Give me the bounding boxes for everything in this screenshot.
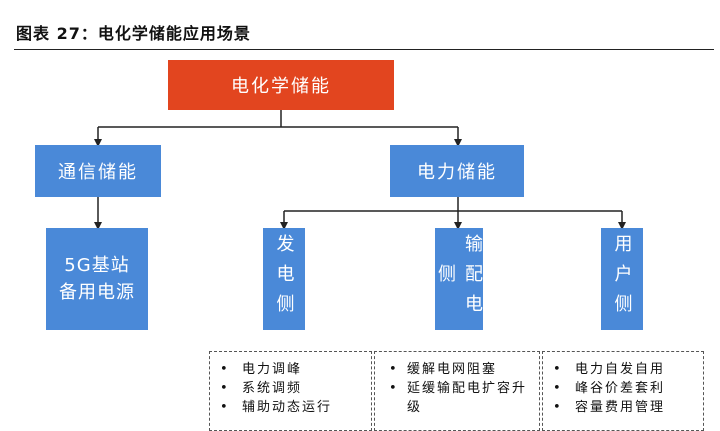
- list-item-text: 电力调峰: [242, 362, 303, 377]
- list-item: • 延缓输配电扩容升级: [375, 379, 539, 417]
- list-item: • 峰谷价差套利: [543, 379, 703, 398]
- list-item-text: 电力自发自用: [575, 362, 666, 377]
- bullet-dot: •: [389, 381, 399, 396]
- node-generation-label: 发电侧: [273, 234, 295, 324]
- bullets-transmission: • 缓解电网阻塞 • 延缓输配电扩容升级: [374, 351, 540, 431]
- list-item: • 辅助动态运行: [210, 398, 371, 417]
- bullet-dot: •: [553, 400, 563, 415]
- node-transmission-side: 输配电侧: [435, 228, 483, 330]
- list-item: • 电力自发自用: [543, 360, 703, 379]
- node-electrochemical-storage: 电化学储能: [168, 60, 394, 110]
- list-item-text: 延缓输配电扩容升级: [407, 381, 528, 415]
- node-user-side: 用户侧: [601, 228, 643, 330]
- bullet-dot: •: [220, 400, 230, 415]
- node-telecom-storage: 通信储能: [35, 145, 161, 197]
- list-item-text: 辅助动态运行: [242, 400, 333, 415]
- figure-caption: 图表 27：电化学储能应用场景: [16, 24, 251, 43]
- list-item-text: 系统调频: [242, 381, 303, 396]
- list-item-text: 容量费用管理: [575, 400, 666, 415]
- node-generation-side: 发电侧: [263, 228, 305, 330]
- bullet-dot: •: [553, 381, 563, 396]
- bullets-generation: • 电力调峰 • 系统调频 • 辅助动态运行: [209, 351, 372, 431]
- node-5g-backup-power: 5G基站 备用电源: [46, 228, 148, 330]
- list-item: • 电力调峰: [210, 360, 371, 379]
- list-item: • 缓解电网阻塞: [375, 360, 539, 379]
- node-user-label: 用户侧: [611, 234, 633, 324]
- list-item: • 容量费用管理: [543, 398, 703, 417]
- node-power-storage: 电力储能: [390, 145, 524, 197]
- bullet-dot: •: [220, 381, 230, 396]
- bullets-user: • 电力自发自用 • 峰谷价差套利 • 容量费用管理: [542, 351, 704, 431]
- list-item-text: 缓解电网阻塞: [407, 362, 498, 377]
- caption-rule: [14, 49, 714, 50]
- node-transmission-label: 输配电侧: [435, 234, 483, 324]
- list-item-text: 峰谷价差套利: [575, 381, 666, 396]
- bullet-dot: •: [220, 362, 230, 377]
- bullet-dot: •: [553, 362, 563, 377]
- list-item: • 系统调频: [210, 379, 371, 398]
- bullet-dot: •: [389, 362, 399, 377]
